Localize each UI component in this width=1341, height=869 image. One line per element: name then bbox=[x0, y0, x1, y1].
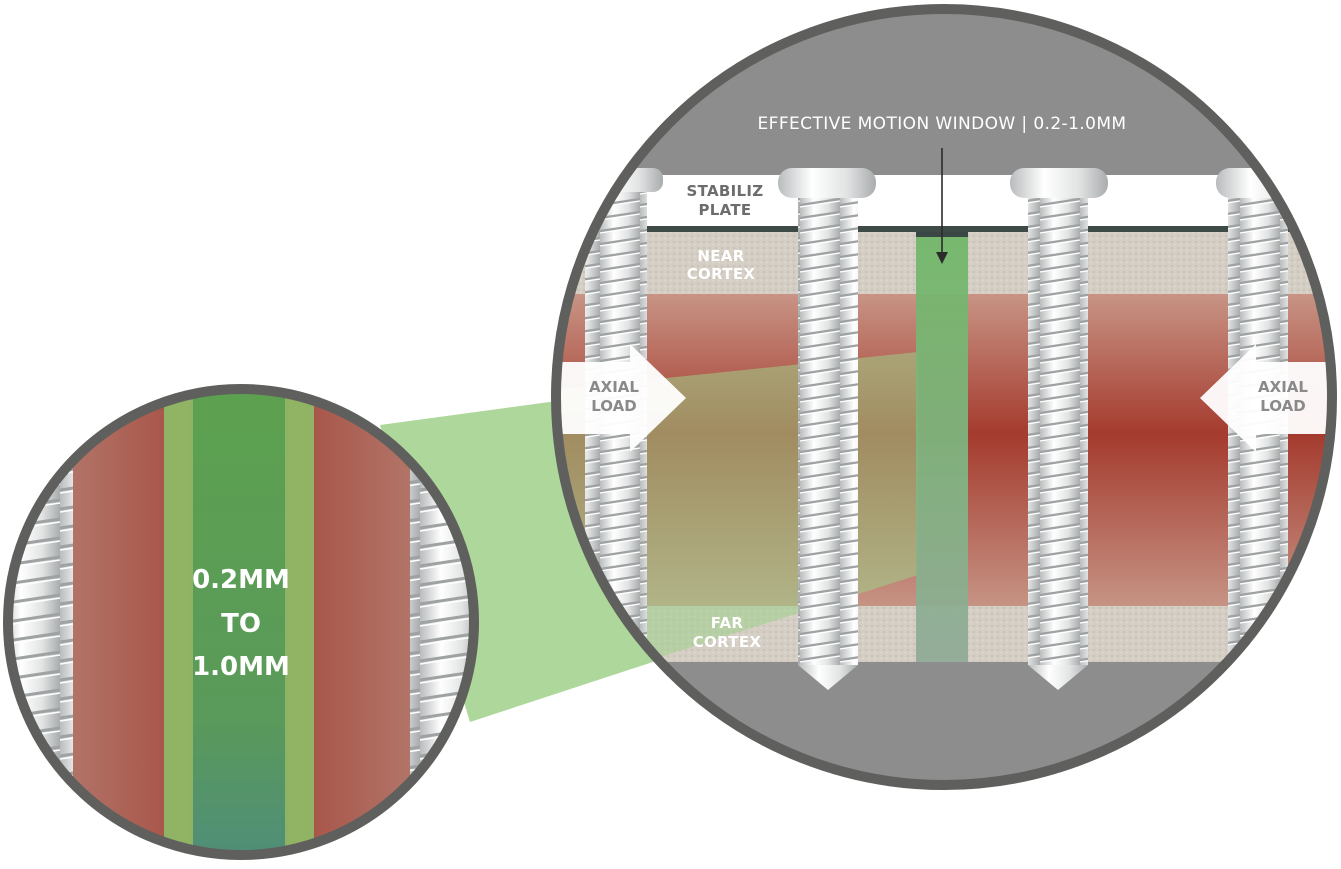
far-cortex-label-line2: CORTEX bbox=[693, 633, 762, 651]
plate-label-line2: PLATE bbox=[699, 201, 752, 219]
axial-load-right-label-line2: LOAD bbox=[1260, 397, 1305, 415]
zoom-label-line2: TO bbox=[221, 609, 261, 639]
axial-load-arrow-left bbox=[556, 344, 686, 452]
axial-load-arrow-right bbox=[1200, 344, 1332, 452]
main-view-border bbox=[551, 4, 1337, 790]
motion-window bbox=[916, 232, 968, 662]
far-cortex-label: FAR bbox=[711, 614, 744, 632]
near-cortex-label-line2: CORTEX bbox=[687, 265, 756, 283]
zoom-view bbox=[8, 389, 474, 855]
zoom-label-line3: 1.0MM bbox=[192, 652, 290, 682]
screw-2 bbox=[778, 168, 876, 690]
axial-load-right-label: AXIAL bbox=[1258, 378, 1308, 396]
near-cortex-label: NEAR bbox=[697, 247, 744, 265]
axial-load-left-label-line2: LOAD bbox=[591, 397, 636, 415]
zoom-window-core bbox=[193, 389, 285, 855]
plate-label: STABILIZ bbox=[687, 182, 764, 200]
screw-3 bbox=[1010, 168, 1108, 690]
stabiliz-plate bbox=[556, 175, 1332, 227]
zoom-screw-left bbox=[8, 389, 73, 855]
axial-load-left-label: AXIAL bbox=[589, 378, 639, 396]
zoom-label-line1: 0.2MM bbox=[192, 565, 290, 595]
zoom-view-border bbox=[3, 384, 479, 860]
diagram-title: EFFECTIVE MOTION WINDOW | 0.2-1.0MM bbox=[758, 114, 1127, 134]
main-view bbox=[556, 9, 1332, 785]
